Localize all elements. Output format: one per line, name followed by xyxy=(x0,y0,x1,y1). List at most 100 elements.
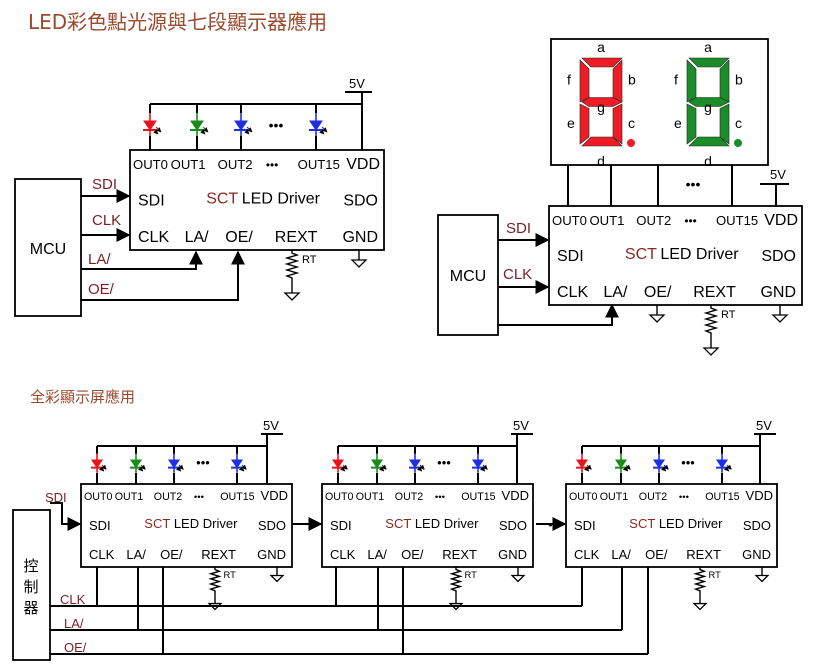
driver-box xyxy=(80,483,293,568)
pin-out15: OUT15 xyxy=(461,491,495,503)
led-triangle xyxy=(614,459,628,469)
pin-sdo: SDO xyxy=(343,193,378,210)
led-ray xyxy=(318,128,325,135)
supply-5v: 5V xyxy=(263,418,279,433)
led-triangle xyxy=(370,459,384,469)
driver-box xyxy=(321,483,534,568)
pin-out15: OUT15 xyxy=(705,491,739,503)
led-green-icon xyxy=(614,453,631,473)
pin-sdi: SDI xyxy=(330,518,352,533)
led-red-icon xyxy=(331,453,348,473)
pin-out2: OUT2 xyxy=(636,213,671,228)
pin-dots: ••• xyxy=(684,214,696,228)
driver-sct: SCT xyxy=(144,516,170,531)
pin-dots: ••• xyxy=(194,492,204,503)
decimal-point xyxy=(734,139,742,147)
segment-d xyxy=(688,136,730,147)
resistor-icon xyxy=(449,567,463,596)
led-ray xyxy=(199,128,206,135)
ground-icon xyxy=(283,292,301,301)
mcu-label: MCU xyxy=(30,241,66,258)
pin-sdi: SDI xyxy=(138,193,165,210)
ground-icon xyxy=(269,574,285,583)
seg-label-d: d xyxy=(597,153,605,169)
pin-vdd: VDD xyxy=(764,212,798,229)
led-blue-icon xyxy=(230,453,247,473)
pin-sdo: SDO xyxy=(258,518,286,533)
ground-icon xyxy=(771,314,789,323)
ellipsis-leds: ••• xyxy=(437,455,451,470)
pin-out1: OUT1 xyxy=(356,491,384,503)
ground-icon xyxy=(350,259,368,268)
sig-clk-3: CLK xyxy=(60,592,86,607)
driver-box xyxy=(565,483,778,568)
pin-vdd: VDD xyxy=(346,156,380,173)
pin-dots: ••• xyxy=(435,492,445,503)
pin-oe: OE/ xyxy=(644,284,672,301)
pin-clk: CLK xyxy=(574,547,600,562)
pin-clk: CLK xyxy=(557,284,588,301)
pin-clk: CLK xyxy=(89,547,115,562)
led-ray xyxy=(482,464,488,470)
seg-label-c: c xyxy=(735,115,742,131)
led-triangle xyxy=(408,459,422,469)
pin-la: LA/ xyxy=(611,547,631,562)
pin-oe: OE/ xyxy=(225,229,253,246)
led-blue-icon xyxy=(471,453,488,473)
pin-sdo: SDO xyxy=(743,518,771,533)
seg-label-e: e xyxy=(567,115,575,131)
led-green-icon xyxy=(190,113,209,136)
segment-g xyxy=(581,97,623,107)
section2-title: 全彩顯示屏應用 xyxy=(30,388,135,406)
led-ray xyxy=(155,126,162,133)
driver-name: LED Driver xyxy=(174,516,238,531)
pin-sdo: SDO xyxy=(761,248,796,265)
supply-5v: 5V xyxy=(349,76,365,91)
point-leds xyxy=(143,104,328,150)
ellipsis-chain: ••• xyxy=(548,517,562,532)
pin-rext: REXT xyxy=(686,547,721,562)
decimal-point xyxy=(627,139,635,147)
pin-oe: OE/ xyxy=(645,547,668,562)
pin-out1: OUT1 xyxy=(171,157,206,172)
pin-out0: OUT0 xyxy=(84,491,112,503)
pin-la: LA/ xyxy=(185,229,210,246)
pin-out1: OUT1 xyxy=(589,213,624,228)
led-ray xyxy=(663,464,669,470)
led-ray xyxy=(152,128,159,135)
pin-vdd: VDD xyxy=(746,488,773,503)
led-ray xyxy=(243,128,250,135)
ground-icon xyxy=(350,250,368,268)
seg-label-g: g xyxy=(704,99,712,115)
pin-dots: ••• xyxy=(266,158,278,172)
led-ray xyxy=(726,464,732,470)
led-ray xyxy=(625,464,631,470)
pin-out1: OUT1 xyxy=(600,491,628,503)
segment-e xyxy=(579,103,590,145)
pin-clk: CLK xyxy=(138,229,169,246)
pin-la: LA/ xyxy=(126,547,146,562)
segment-g xyxy=(688,97,730,107)
seg-label-a: a xyxy=(597,39,605,55)
ground-icon xyxy=(702,347,720,356)
pin-rext: REXT xyxy=(442,547,477,562)
resistor-icon xyxy=(208,567,222,596)
led-ray xyxy=(419,464,425,470)
seg-label-f: f xyxy=(567,71,571,87)
supply-5v: 5V xyxy=(756,418,772,433)
pin-clk: CLK xyxy=(330,547,356,562)
ground-icon xyxy=(510,574,526,583)
mcu-box-2 xyxy=(437,214,499,336)
driver-name: LED Driver xyxy=(415,516,479,531)
driver-sct: SCT xyxy=(625,246,657,263)
rt-resistor-2: RT xyxy=(702,305,736,356)
led-ray xyxy=(202,126,209,133)
pin-sdo: SDO xyxy=(499,518,527,533)
pin-out1: OUT1 xyxy=(115,491,143,503)
controller-box xyxy=(12,509,51,661)
